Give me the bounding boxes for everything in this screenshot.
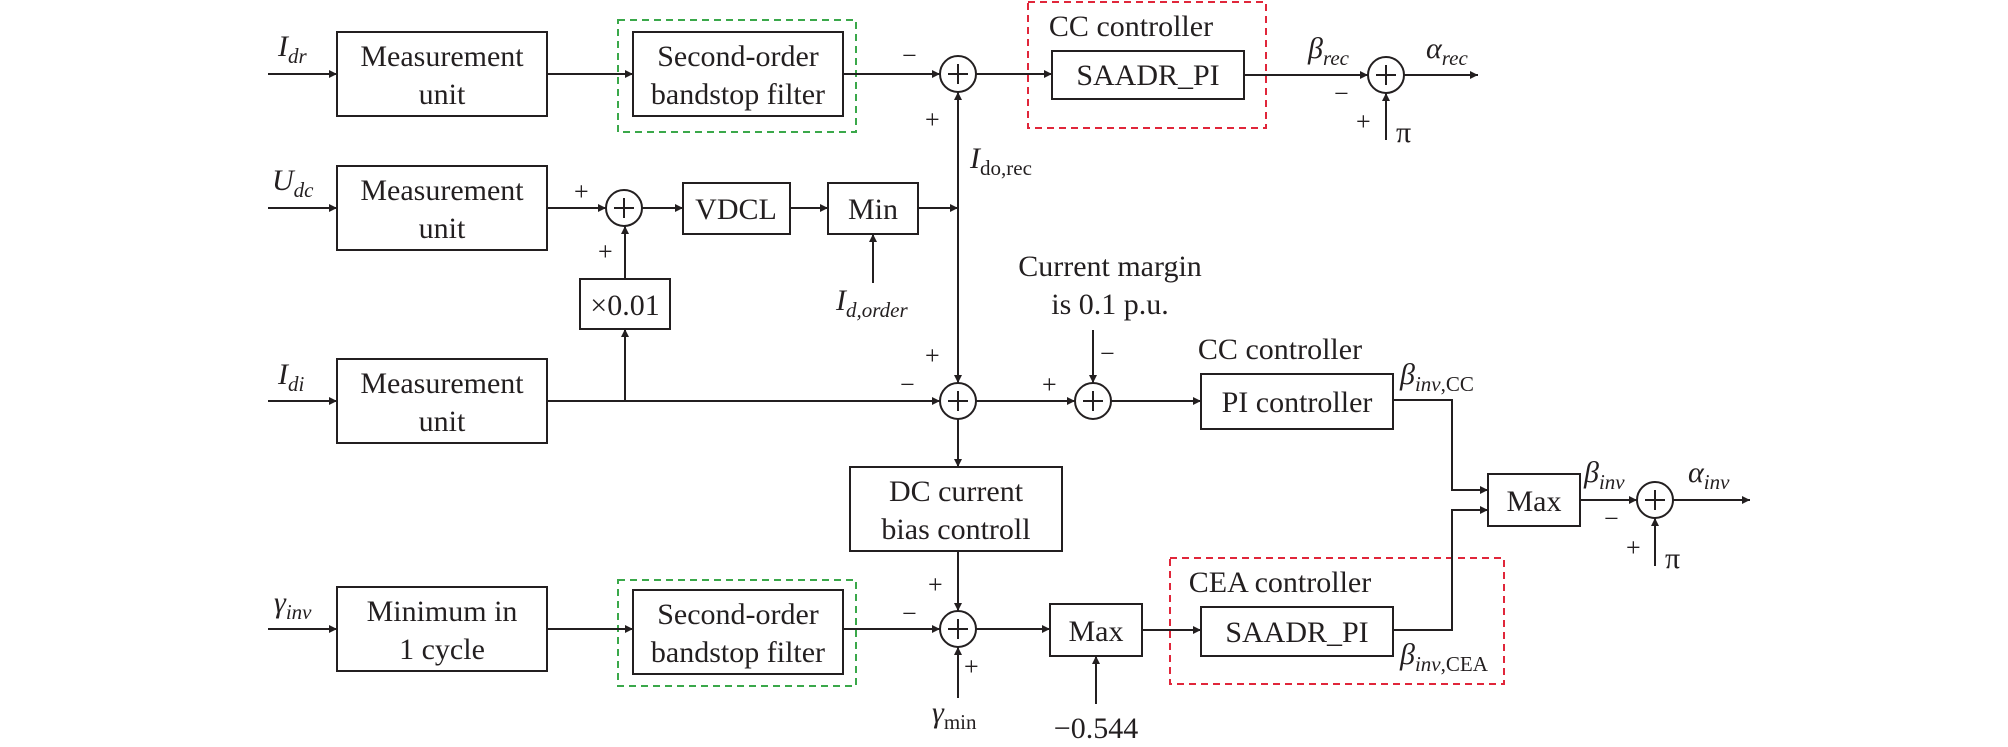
svg-text:1 cycle: 1 cycle: [399, 633, 485, 666]
sign-plus: +: [925, 105, 940, 134]
signal-beta-inv: βinv: [1583, 456, 1625, 494]
cea-controller-title: CEA controller: [1189, 566, 1371, 599]
sign-minus: −: [902, 599, 917, 628]
svg-text:βinv,CEA: βinv,CEA: [1399, 638, 1489, 676]
sign-plus: +: [574, 177, 589, 206]
svg-text:αrec: αrec: [1426, 32, 1468, 70]
bandstop-filter-bottom: Second-order bandstop filter: [632, 589, 844, 675]
svg-text:Udc: Udc: [272, 164, 314, 202]
summing-junction-gamma: [939, 610, 977, 648]
svg-text:γinv: γinv: [274, 586, 312, 624]
sign-minus: −: [1604, 504, 1619, 533]
svg-text:βinv: βinv: [1583, 456, 1625, 494]
signal-beta-inv-cea: βinv,CEA: [1399, 638, 1489, 676]
bandstop-filter-top: Second-order bandstop filter: [632, 31, 844, 117]
sign-plus: +: [598, 237, 613, 266]
signal-gamma-min: γmin: [932, 696, 977, 734]
summing-junction-alpha-rec: [1367, 56, 1405, 94]
sign-minus: −: [900, 370, 915, 399]
svg-text:Idi: Idi: [277, 358, 305, 396]
svg-text:βinv,CC: βinv,CC: [1399, 358, 1474, 396]
input-udc: Udc: [272, 164, 314, 202]
svg-text:unit: unit: [419, 212, 466, 245]
minimum-in-cycle-block: Minimum in 1 cycle: [336, 586, 548, 672]
svg-text:Min: Min: [848, 193, 898, 226]
filter-highlight-top: [617, 19, 857, 133]
svg-text:PI controller: PI controller: [1222, 386, 1373, 419]
sign-plus: +: [964, 652, 979, 681]
svg-text:Ido,rec: Ido,rec: [969, 142, 1032, 180]
summing-junction-inv: [939, 382, 977, 420]
svg-text:Second-order: Second-order: [657, 598, 819, 631]
sign-minus: −: [1334, 79, 1349, 108]
sign-minus: −: [1100, 339, 1115, 368]
svg-text:bias controll: bias controll: [881, 513, 1030, 546]
sign-plus: +: [925, 341, 940, 370]
summing-junction-margin: [1074, 382, 1112, 420]
svg-text:Measurement: Measurement: [360, 174, 524, 207]
saadr-pi-inverter: SAADR_PI: [1200, 606, 1394, 657]
svg-text:unit: unit: [419, 405, 466, 438]
signal-alpha-rec: αrec: [1426, 32, 1468, 70]
pi-controller-block: PI controller: [1200, 373, 1394, 430]
svg-text:VDCL: VDCL: [695, 193, 777, 226]
input-idi: Idi: [277, 358, 305, 396]
constant-pi-bottom: π: [1665, 542, 1680, 575]
dc-current-bias-control-block: DC current bias controll: [849, 466, 1063, 552]
svg-text:is 0.1 p.u.: is 0.1 p.u.: [1051, 288, 1169, 321]
input-gamma-inv: γinv: [274, 586, 312, 624]
min-block: Min: [827, 182, 919, 235]
svg-text:Max: Max: [1069, 615, 1124, 648]
sign-plus: +: [1626, 533, 1641, 562]
signal-beta-inv-cc: βinv,CC: [1399, 358, 1474, 396]
svg-text:bandstop filter: bandstop filter: [651, 636, 825, 669]
sign-minus: −: [902, 41, 917, 70]
signal-id-order: Id,order: [835, 284, 908, 322]
signal-beta-rec: βrec: [1307, 32, 1350, 70]
max-block-right: Max: [1487, 473, 1581, 527]
svg-text:SAADR_PI: SAADR_PI: [1225, 616, 1368, 649]
signal-alpha-inv: αinv: [1688, 456, 1730, 494]
measurement-unit-idr: Measurement unit: [336, 31, 548, 117]
summing-junction-alpha-inv: [1636, 481, 1674, 519]
svg-text:Measurement: Measurement: [360, 40, 524, 73]
sign-plus: +: [1356, 107, 1371, 136]
controller-highlight-bottom: [1169, 557, 1505, 685]
svg-text:Id,order: Id,order: [835, 284, 908, 322]
svg-text:×0.01: ×0.01: [590, 289, 659, 322]
svg-text:Measurement: Measurement: [360, 367, 524, 400]
filter-highlight-bottom: [617, 579, 857, 687]
input-idr: Idr: [277, 30, 308, 68]
svg-text:Minimum in: Minimum in: [367, 595, 518, 628]
measurement-unit-idi: Measurement unit: [336, 358, 548, 444]
gain-block: ×0.01: [579, 278, 671, 330]
constant-negative-0544: −0.544: [1054, 712, 1138, 745]
vdcl-block: VDCL: [682, 182, 791, 235]
controller-highlight-top: [1027, 1, 1267, 129]
svg-text:βrec: βrec: [1307, 32, 1350, 70]
svg-text:γmin: γmin: [932, 696, 977, 734]
measurement-unit-udc: Measurement unit: [336, 165, 548, 251]
svg-text:Max: Max: [1507, 485, 1562, 518]
svg-text:Second-order: Second-order: [657, 40, 819, 73]
saadr-pi-rectifier: SAADR_PI: [1051, 50, 1245, 100]
cc-controller-inv-title: CC controller: [1198, 333, 1362, 366]
svg-text:SAADR_PI: SAADR_PI: [1076, 59, 1219, 92]
max-block-bottom: Max: [1049, 603, 1143, 657]
svg-text:αinv: αinv: [1688, 456, 1730, 494]
svg-text:bandstop filter: bandstop filter: [651, 78, 825, 111]
svg-text:unit: unit: [419, 78, 466, 111]
cc-controller-rec-title: CC controller: [1049, 10, 1213, 43]
current-margin-label: Current margin is 0.1 p.u.: [1018, 250, 1202, 321]
sign-plus: +: [1042, 370, 1057, 399]
svg-text:Idr: Idr: [277, 30, 308, 68]
signal-ido-rec: Ido,rec: [969, 142, 1032, 180]
sign-plus: +: [928, 570, 943, 599]
summing-junction-udc: [605, 189, 643, 227]
constant-pi-top: π: [1396, 116, 1411, 149]
summing-junction-rec: [939, 55, 977, 93]
svg-text:Current margin: Current margin: [1018, 250, 1202, 283]
svg-text:DC current: DC current: [889, 475, 1024, 508]
